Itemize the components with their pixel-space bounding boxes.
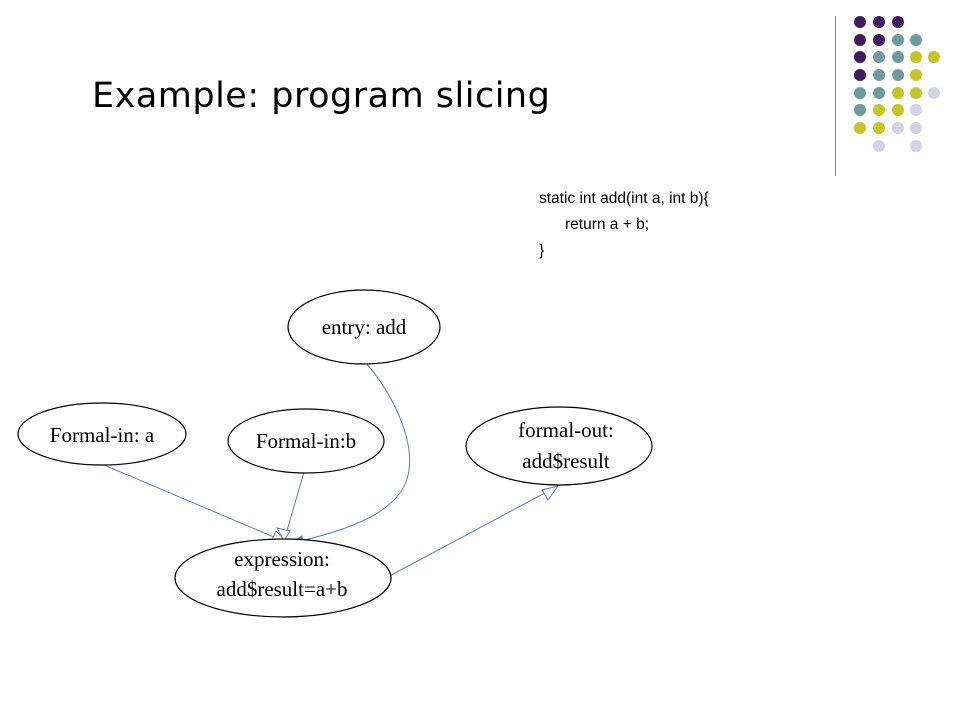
edge-formal-in-a-to-expression	[103, 464, 289, 544]
node-label-entry: entry: add	[322, 315, 407, 339]
node-label-formal-out-1: formal-out:	[518, 418, 614, 442]
dot	[873, 69, 885, 81]
arrowhead-hollow	[276, 527, 291, 543]
dot	[854, 87, 866, 99]
edge-formal-in-b-to-expression	[283, 471, 305, 542]
node-label-expression-1: expression:	[234, 547, 330, 571]
arrowhead-hollow	[541, 485, 560, 501]
node-label-expression-2: add$result=a+b	[217, 577, 348, 601]
dot	[873, 140, 885, 152]
dot	[873, 34, 885, 46]
code-line-2: return a + b;	[565, 216, 650, 233]
dot	[928, 51, 940, 63]
dot	[854, 122, 866, 134]
code-line-3: }	[539, 242, 545, 259]
graph-nodes	[17, 289, 653, 618]
dot	[910, 140, 922, 152]
node-label-formal-in-b: Formal-in:b	[256, 429, 356, 453]
divider-line	[835, 16, 836, 176]
dot	[910, 87, 922, 99]
dot	[892, 69, 904, 81]
dot	[854, 69, 866, 81]
dot	[892, 87, 904, 99]
dot	[910, 34, 922, 46]
dot	[873, 104, 885, 116]
dot	[910, 51, 922, 63]
node-label-formal-out-2: add$result	[522, 449, 610, 473]
dot	[873, 122, 885, 134]
dot	[928, 87, 940, 99]
dot	[892, 51, 904, 63]
code-snippet: static int add(int a, int b){ return a +…	[539, 186, 709, 264]
code-line-1: static int add(int a, int b){	[539, 190, 709, 207]
edge-expression-to-formal-out	[381, 485, 559, 581]
node-entry-add	[287, 289, 441, 365]
graph-labels: entry: add Formal-in: a Formal-in:b form…	[50, 315, 614, 601]
node-formal-out	[465, 406, 653, 486]
node-expression	[174, 538, 392, 618]
dot	[854, 34, 866, 46]
dot	[910, 122, 922, 134]
dot	[854, 51, 866, 63]
dot	[892, 122, 904, 134]
dot	[854, 16, 866, 28]
slide-title: Example: program slicing	[92, 76, 551, 116]
dot	[873, 51, 885, 63]
dot	[892, 104, 904, 116]
node-formal-in-a	[17, 402, 187, 466]
edge-entry-to-expression	[290, 362, 410, 544]
dot	[892, 16, 904, 28]
dot	[873, 16, 885, 28]
node-formal-in-b	[227, 408, 385, 474]
dot	[910, 69, 922, 81]
dot	[873, 87, 885, 99]
node-label-formal-in-a: Formal-in: a	[50, 423, 155, 447]
dot	[910, 104, 922, 116]
dot	[854, 104, 866, 116]
dot	[892, 34, 904, 46]
